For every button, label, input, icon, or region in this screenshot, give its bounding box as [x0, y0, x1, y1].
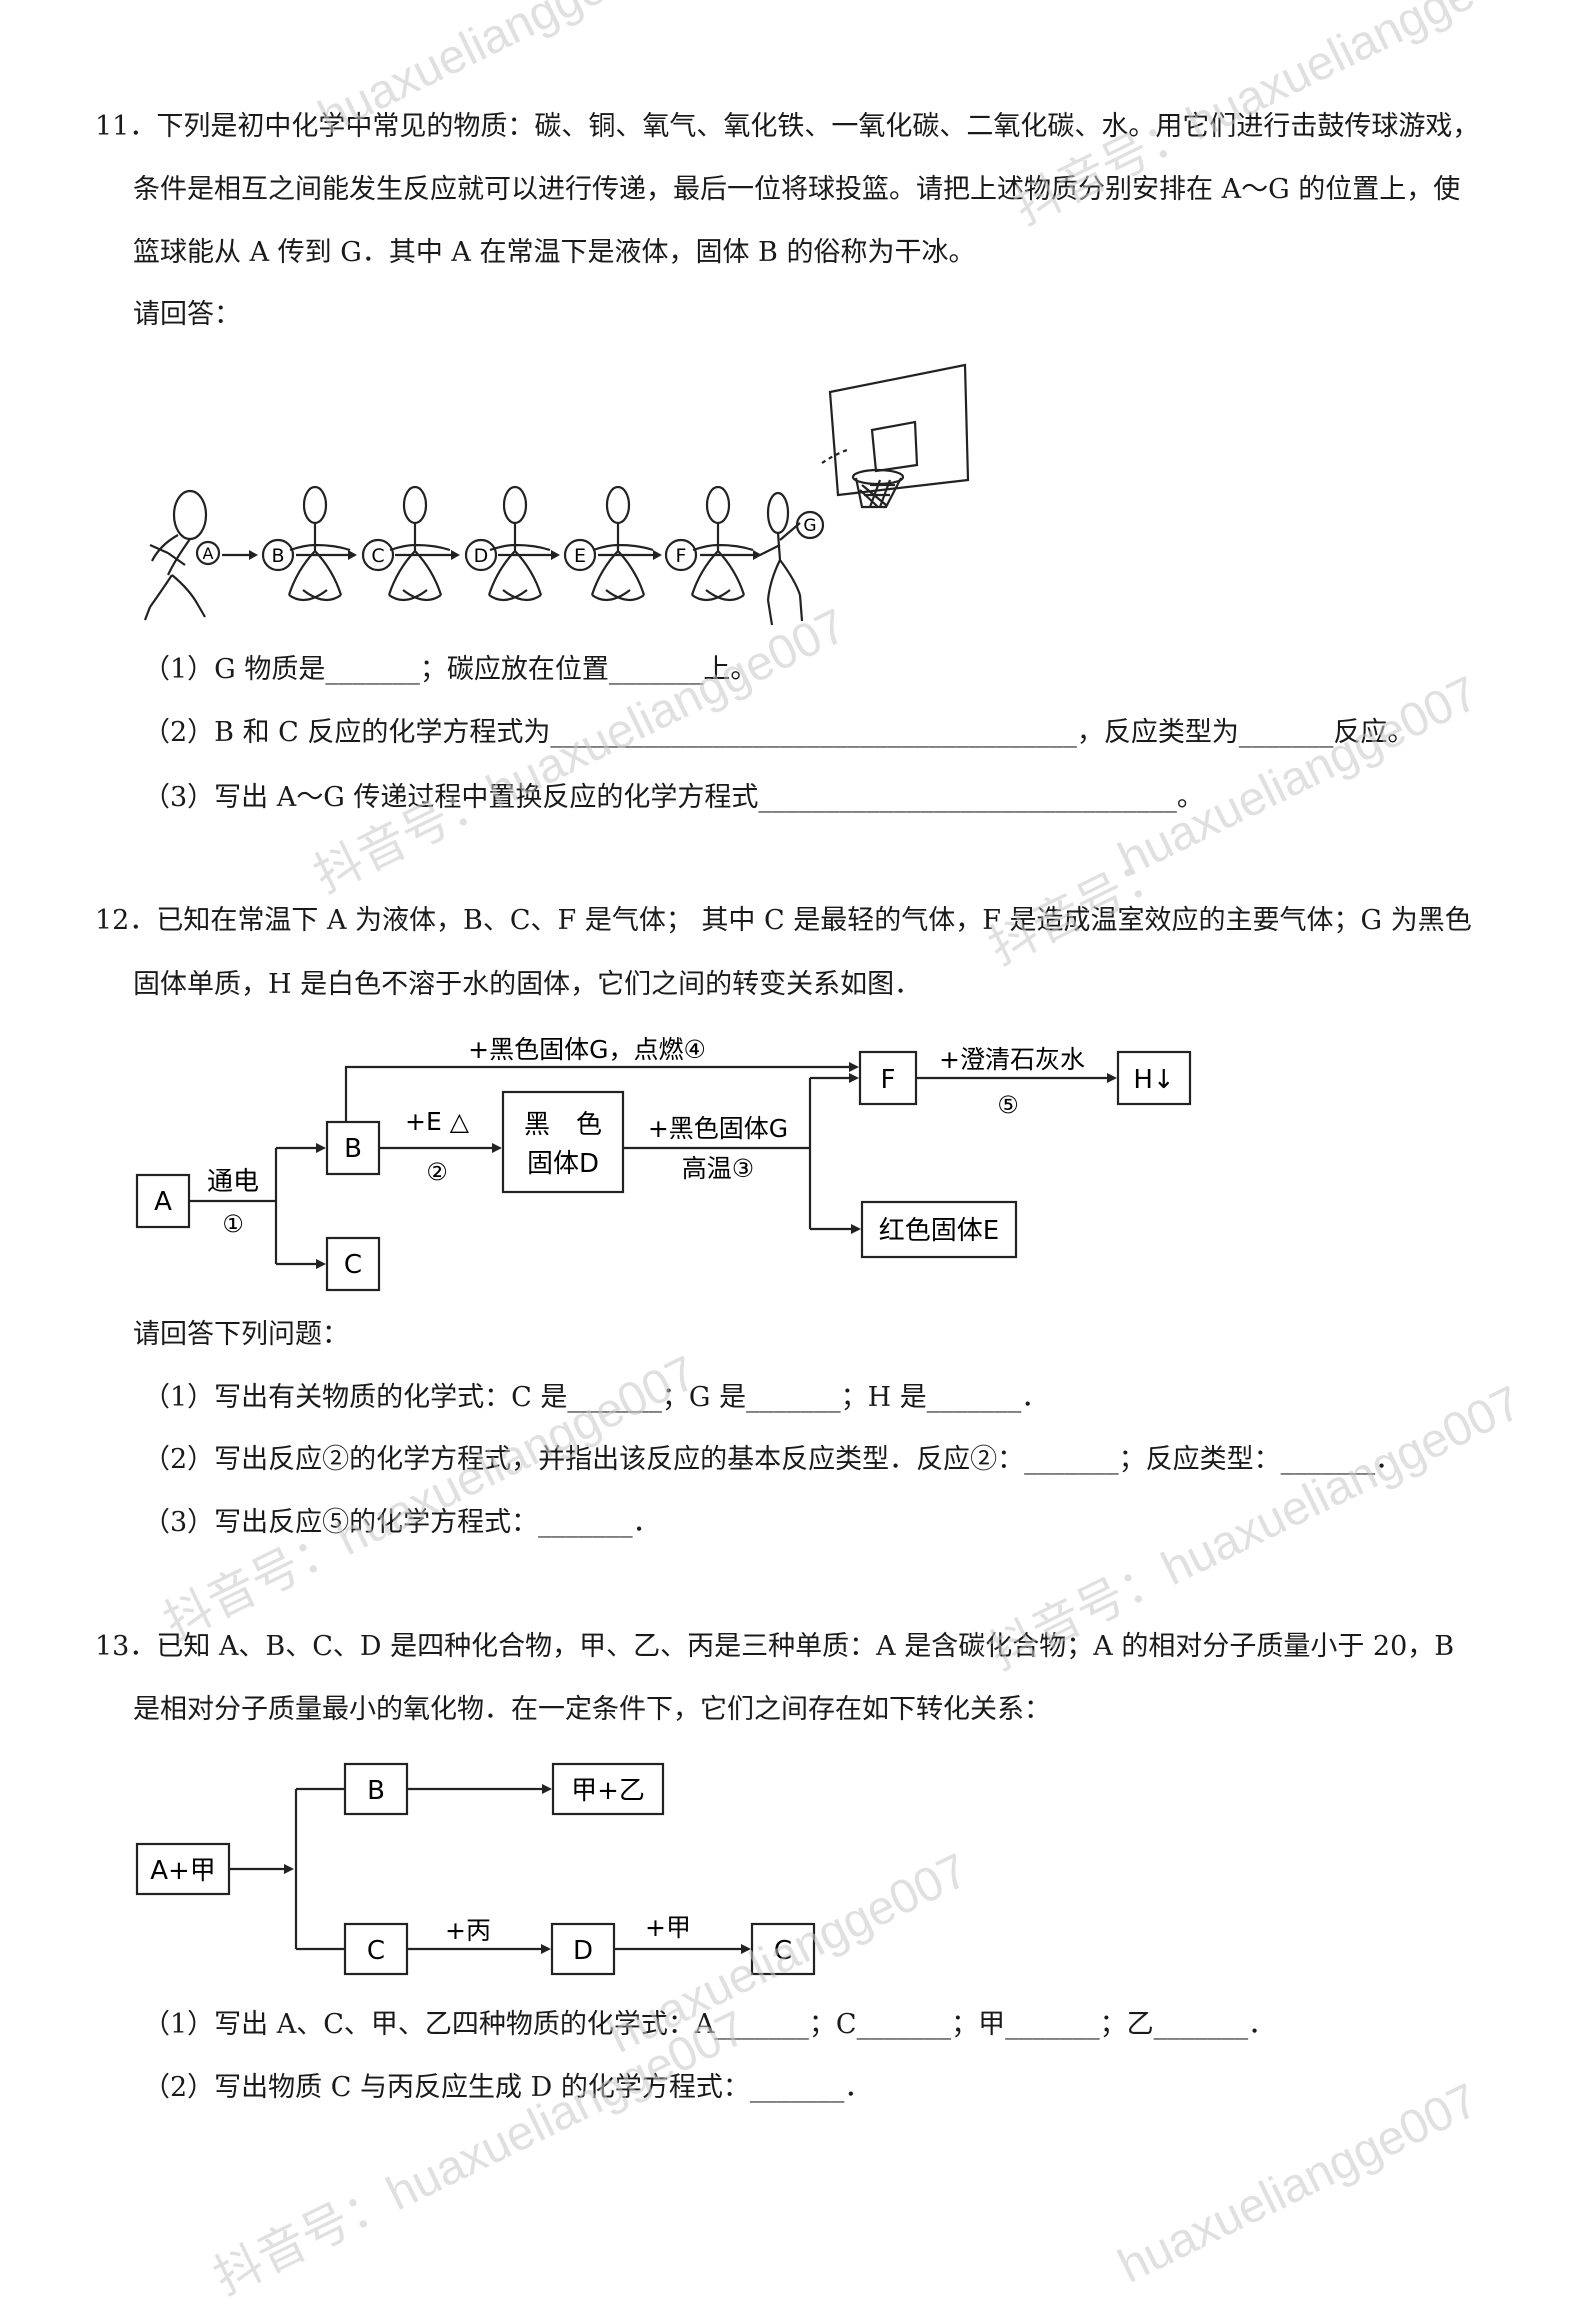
q12-prompt: 请回答下列问题：: [133, 1319, 349, 1350]
player-d-figure: [487, 485, 551, 602]
pass-arrows: [222, 550, 762, 560]
label-step-1: ①: [222, 1210, 244, 1238]
player-label-c: C: [371, 545, 384, 567]
player-e-figure: [590, 485, 654, 602]
watermark-4: huaxueliangge007: [1110, 666, 1487, 887]
label-electrolysis: 通电: [207, 1167, 259, 1197]
q13-stem-line-1: 13．已知 A、B、C、D 是四种化合物，甲、乙、丙是三种单质：A 是含碳化合物…: [95, 1631, 1455, 1662]
q11-stem-line-2: 条件是相互之间能发生反应就可以进行传递，最后一位将球投篮。请把上述物质分别安排在…: [133, 174, 1461, 205]
q12-stem-line-1: 12．已知在常温下 A 为液体，B、C、F 是气体； 其中 C 是最轻的气体，F…: [95, 905, 1472, 936]
node-c-box: [325, 1236, 381, 1292]
node-c2-box: [750, 1922, 816, 1976]
q13-conversion-diagram: A+甲 B 甲+乙 C D C +丙 +甲: [135, 1762, 816, 1976]
node-e-box: [860, 1200, 1018, 1259]
player-labels: A B C D E F G: [195, 510, 825, 572]
player-b-figure: [287, 485, 351, 602]
label-plus-black-solid-g: +黑色固体G: [648, 1114, 788, 1143]
label-step-2: ②: [426, 1158, 448, 1186]
label-top-reaction: +黑色固体G，点燃④: [468, 1035, 706, 1064]
q11-stem-line-3: 篮球能从 A 传到 G．其中 A 在常温下是液体，固体 B 的俗称为干冰。: [133, 237, 976, 268]
node-h-label: H↓: [1133, 1065, 1174, 1095]
q12-sub-question-1: （1）写出有关物质的化学式：C 是_______；G 是_______；H 是_…: [143, 1382, 1049, 1413]
label-limewater: +澄清石灰水: [939, 1045, 1085, 1074]
q11-sub-question-1: （1）G 物质是_______；碳应放在位置_______上。: [143, 654, 758, 685]
label-step-5: ⑤: [997, 1091, 1019, 1119]
node-e-label: 红色固体E: [879, 1216, 999, 1246]
player-c-figure: [387, 485, 451, 602]
player-label-a: A: [203, 544, 214, 563]
q13-sub-question-2: （2）写出物质 C 与丙反应生成 D 的化学方程式：_______．: [143, 2072, 872, 2103]
node-start-label: A+甲: [150, 1856, 216, 1886]
player-label-f: F: [676, 545, 687, 567]
node-f-label: F: [881, 1065, 896, 1095]
q11-sub-question-3: （3）写出 A～G 传递过程中置换反应的化学方程式_______________…: [143, 782, 1204, 813]
q12-sub-question-2: （2）写出反应②的化学方程式，并指出该反应的基本反应类型．反应②：_______…: [143, 1444, 1403, 1475]
label-plus-bing: +丙: [445, 1916, 491, 1945]
q11-ball-game-figure: A B C D E F G: [143, 363, 970, 626]
player-f-figure: [690, 485, 754, 602]
label-plus-jia: +甲: [645, 1913, 691, 1942]
q11-sub-question-2: （2）B 和 C 反应的化学方程式为______________________…: [143, 717, 1415, 748]
player-label-d: D: [474, 545, 489, 567]
node-d-label-line-1: 黑 色: [524, 1110, 602, 1140]
node-c-label: C: [344, 1250, 362, 1280]
player-g-figure: [759, 491, 804, 626]
node-d-label: D: [573, 1936, 593, 1966]
node-d-box: [501, 1090, 625, 1194]
node-product-box: [551, 1762, 665, 1816]
node-c2-label: C: [774, 1936, 792, 1966]
player-label-g: G: [803, 516, 816, 536]
label-plus-e-heat: +E △: [405, 1107, 470, 1136]
node-a-label: A: [154, 1187, 172, 1217]
node-b-label: B: [344, 1134, 362, 1164]
player-a-figure: [143, 489, 208, 621]
node-c1-label: C: [367, 1936, 385, 1966]
node-b-label: B: [367, 1776, 385, 1806]
label-high-temp: 高温③: [682, 1154, 754, 1183]
basketball-hoop-icon: [821, 363, 970, 509]
node-d-label-line-2: 固体D: [527, 1149, 599, 1179]
q12-sub-question-3: （3）写出反应⑤的化学方程式：_______．: [143, 1507, 660, 1538]
q13-stem-line-2: 是相对分子质量最小的氧化物．在一定条件下，它们之间存在如下转化关系：: [133, 1694, 1051, 1725]
node-product-label: 甲+乙: [571, 1776, 645, 1806]
player-label-b: B: [271, 545, 284, 567]
q12-reaction-diagram: A B C 黑 色 固体D F H↓ 红色固体E 通电 ① +黑色固体G，点燃④…: [135, 1035, 1192, 1292]
node-h-box: [1116, 1050, 1192, 1106]
q12-stem-line-2: 固体单质，H 是白色不溶于水的固体，它们之间的转变关系如图．: [133, 969, 922, 1000]
player-label-e: E: [574, 545, 586, 567]
q11-prompt: 请回答：: [133, 299, 241, 330]
q11-stem-line-1: 11．下列是初中化学中常见的物质：碳、铜、氧气、氧化铁、一氧化碳、二氧化碳、水。…: [95, 111, 1480, 142]
q13-sub-question-1: （1）写出 A、C、甲、乙四种物质的化学式：A_______；C_______；…: [143, 2009, 1276, 2040]
watermark-9: huaxueliangge007: [1110, 2073, 1487, 2294]
